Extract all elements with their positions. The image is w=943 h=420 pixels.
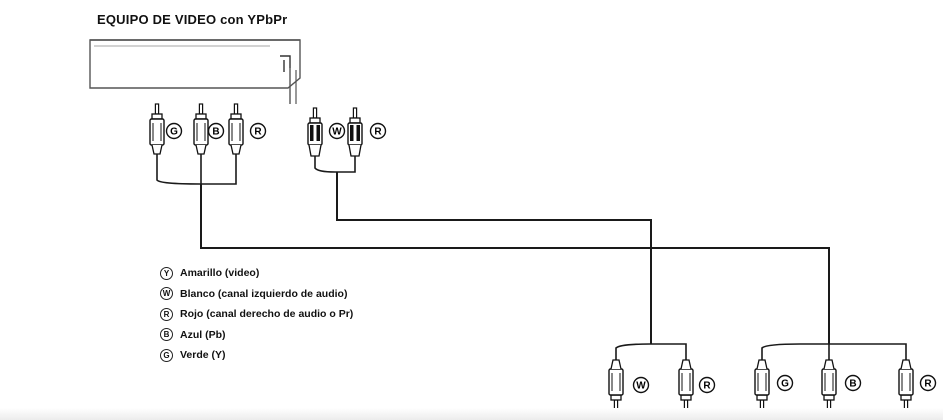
- badge-letter: W: [636, 381, 646, 392]
- badge-g-icon: G: [776, 374, 794, 392]
- device-title: EQUIPO DE VIDEO con YPbPr: [97, 12, 288, 27]
- legend-label: Verde (Y): [180, 349, 226, 362]
- legend-label: Amarillo (video): [180, 267, 260, 280]
- dest-audio-plugs: [608, 343, 694, 411]
- badge-letter: R: [924, 379, 932, 390]
- badge-y-icon: Y: [160, 266, 173, 280]
- badge-r-icon: R: [369, 122, 387, 140]
- badge-letter: B: [212, 127, 219, 138]
- badge-letter: R: [374, 127, 382, 138]
- badge-r-icon: R: [160, 307, 173, 321]
- badge-b-icon: B: [207, 122, 225, 140]
- legend-item-blue: B Azul (Pb): [160, 325, 353, 346]
- badge-w-icon: W: [328, 122, 346, 140]
- badge-w-icon: W: [160, 287, 173, 301]
- cables: [200, 172, 830, 344]
- dest-video-plugs: [754, 343, 914, 411]
- badge-g-icon: G: [160, 348, 173, 362]
- badge-r-icon: R: [919, 374, 937, 392]
- legend-item-green: G Verde (Y): [160, 345, 353, 366]
- source-audio-plugs: [307, 107, 363, 173]
- badge-b-icon: B: [844, 374, 862, 392]
- badge-layer: G B R W R W R G B R: [165, 122, 937, 394]
- badge-letter: R: [703, 381, 711, 392]
- badge-r-icon: R: [249, 122, 267, 140]
- bottom-edge: [0, 408, 943, 420]
- badge-letter: G: [781, 379, 789, 390]
- badge-r-icon: R: [698, 376, 716, 394]
- badge-letter: W: [332, 127, 342, 138]
- badge-g-icon: G: [165, 122, 183, 140]
- color-legend: Y Amarillo (video) W Blanco (canal izqui…: [160, 263, 353, 366]
- badge-w-icon: W: [632, 376, 650, 394]
- source-video-plugs: [149, 103, 244, 185]
- legend-label: Azul (Pb): [180, 328, 226, 341]
- badge-letter: R: [254, 127, 262, 138]
- legend-label: Blanco (canal izquierdo de audio): [180, 287, 348, 300]
- legend-item-red: R Rojo (canal derecho de audio o Pr): [160, 304, 353, 325]
- legend-item-white: W Blanco (canal izquierdo de audio): [160, 284, 353, 305]
- legend-label: Rojo (canal derecho de audio o Pr): [180, 308, 354, 321]
- badge-letter: G: [170, 127, 178, 138]
- legend-item-yellow: Y Amarillo (video): [160, 263, 353, 284]
- badge-letter: B: [849, 379, 856, 390]
- video-equipment-device: [89, 39, 301, 104]
- badge-b-icon: B: [160, 328, 173, 342]
